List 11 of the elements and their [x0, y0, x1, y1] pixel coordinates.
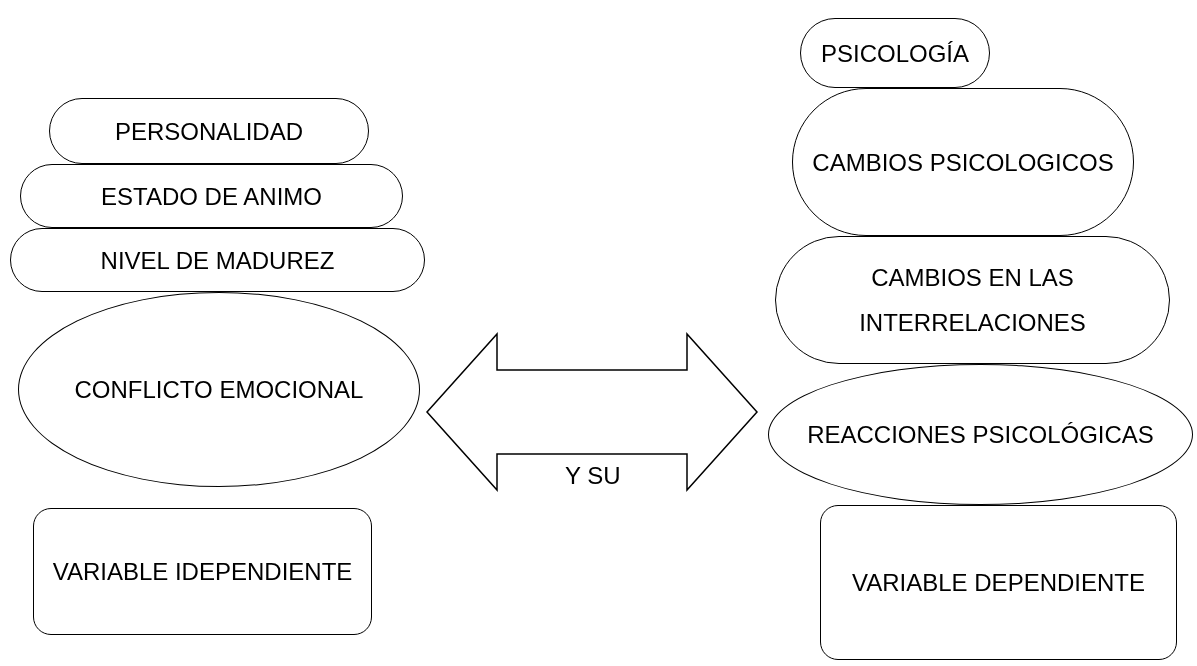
rounded-capsule: ESTADO DE ANIMO	[20, 164, 403, 228]
rounded-box: VARIABLE IDEPENDIENTE	[33, 508, 372, 635]
ellipse-node: REACCIONES PSICOLÓGICAS	[768, 364, 1193, 505]
rounded-capsule: CAMBIOS PSICOLOGICOS	[792, 88, 1134, 236]
double-block-arrow	[426, 332, 758, 492]
ellipse-node: CONFLICTO EMOCIONAL	[18, 292, 420, 487]
rounded-capsule: NIVEL DE MADUREZ	[10, 228, 425, 292]
rounded-capsule: PERSONALIDAD	[49, 98, 369, 164]
rounded-capsule: CAMBIOS EN LAS INTERRELACIONES	[775, 236, 1170, 364]
rounded-capsule: PSICOLOGÍA	[800, 18, 990, 88]
rounded-box: VARIABLE DEPENDIENTE	[820, 505, 1177, 660]
